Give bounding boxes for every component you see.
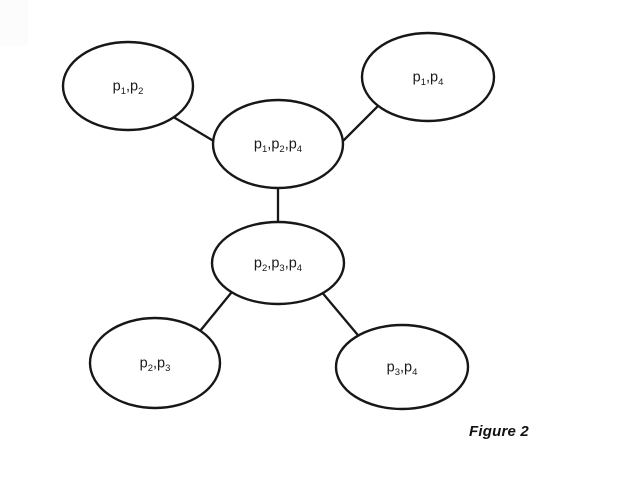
node-ellipse-p3p4 — [334, 323, 470, 411]
node-ellipse-p2p3p4 — [210, 220, 346, 306]
figure-caption: Figure 2 — [469, 423, 529, 440]
node-ellipse-p1p4 — [360, 31, 496, 123]
node-p3p4: p3,p4 — [334, 323, 470, 411]
node-label-p1p2p4: p1,p2,p4 — [254, 137, 302, 156]
node-ellipse-p2p3 — [88, 316, 222, 410]
node-p1p2: p1,p2 — [61, 40, 195, 132]
node-label-p2p3: p2,p3 — [140, 356, 171, 375]
node-p1p4: p1,p4 — [360, 31, 496, 123]
node-p1p2p4: p1,p2,p4 — [211, 98, 345, 190]
corner-smudge-artifact — [0, 0, 28, 46]
node-p2p3p4: p2,p3,p4 — [210, 220, 346, 306]
node-p2p3: p2,p3 — [88, 316, 222, 410]
node-ellipse-p1p2 — [61, 40, 195, 132]
node-label-p3p4: p3,p4 — [387, 360, 418, 379]
node-label-p1p4: p1,p4 — [413, 70, 444, 89]
node-label-p2p3p4: p2,p3,p4 — [254, 256, 302, 275]
node-label-p1p2: p1,p2 — [113, 79, 144, 98]
node-ellipse-p1p2p4 — [211, 98, 345, 190]
